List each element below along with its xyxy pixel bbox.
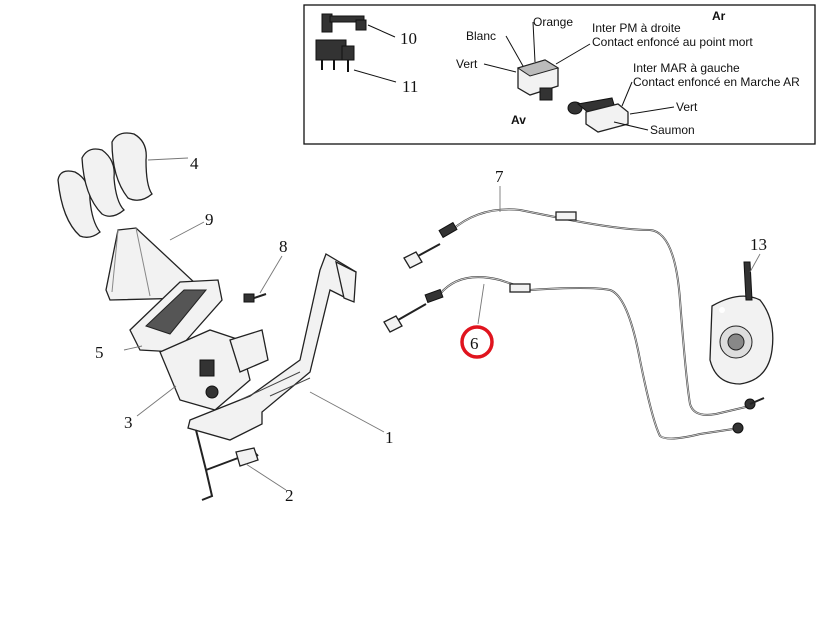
part-10-switch-lever xyxy=(321,13,367,33)
part-6-cable xyxy=(383,276,744,440)
callout-4: 4 xyxy=(190,154,199,173)
part-11-microswitch xyxy=(315,39,355,72)
callout-7: 7 xyxy=(495,167,504,186)
callout-13: 13 xyxy=(750,235,767,254)
callout-5: 5 xyxy=(95,343,104,362)
callout-8: 8 xyxy=(279,237,288,256)
part-4-boots xyxy=(57,132,153,238)
part-8-bolt xyxy=(243,293,267,303)
wire-label-vert-pm: Vert xyxy=(456,57,478,71)
wire-label-saumon: Saumon xyxy=(650,123,695,137)
mar-switch-description: Contact enfoncé en Marche AR xyxy=(633,75,800,89)
callout-1: 1 xyxy=(385,428,394,447)
callout-6: 6 xyxy=(470,334,479,353)
wire-label-blanc: Blanc xyxy=(466,29,496,43)
callout-9: 9 xyxy=(205,210,214,229)
switch-detail-inset: 10 11 Orange Blanc Vert Inter PM à droit… xyxy=(303,4,816,145)
callout-3: 3 xyxy=(124,413,133,432)
callout-11: 11 xyxy=(402,77,418,96)
callout-2: 2 xyxy=(285,486,294,505)
part-2-bracket xyxy=(195,429,259,501)
mar-switch-illustration xyxy=(567,97,629,133)
part-1-frame xyxy=(187,253,357,441)
wire-label-vert-mar: Vert xyxy=(676,100,698,114)
callout-6-highlight[interactable]: 6 xyxy=(460,325,494,359)
part-13-cam-plate xyxy=(709,261,774,385)
pm-switch-description: Contact enfoncé au point mort xyxy=(592,35,753,49)
orientation-rear: Ar xyxy=(712,9,726,23)
part-5-console xyxy=(129,279,223,353)
part-7-cable xyxy=(403,208,765,416)
callout-10: 10 xyxy=(400,29,417,48)
orientation-front: Av xyxy=(511,113,526,127)
pm-switch-illustration xyxy=(516,59,560,101)
wire-label-orange: Orange xyxy=(533,15,573,29)
mar-switch-title: Inter MAR à gauche xyxy=(633,61,740,75)
pm-switch-title: Inter PM à droite xyxy=(592,21,681,35)
part-3-shifter-mechanism xyxy=(159,329,269,411)
